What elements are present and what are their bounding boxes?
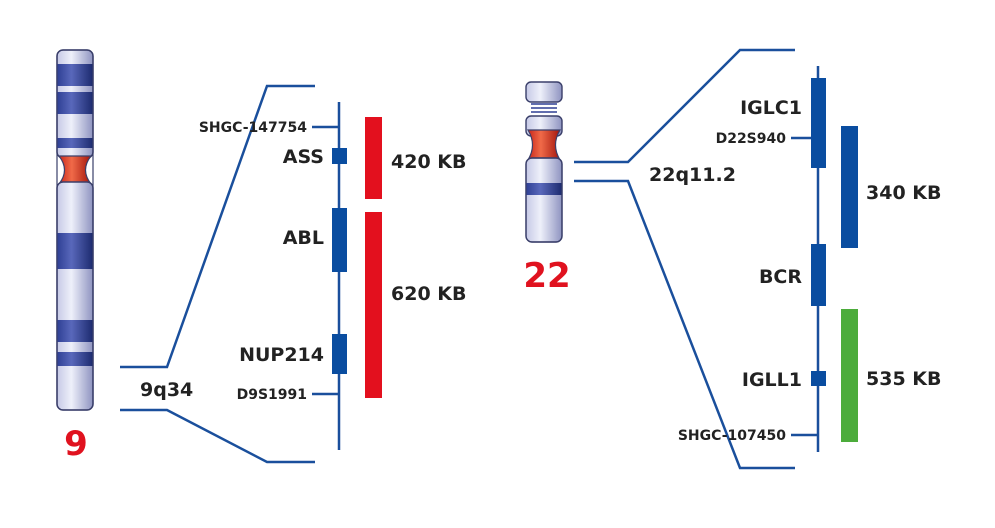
- igll1-marker: [811, 371, 826, 386]
- segment-420kb-label: 420 KB: [391, 151, 466, 173]
- marker-d22s940: D22S940: [716, 131, 787, 147]
- chromosome-9-number: 9: [64, 424, 88, 464]
- segment-620kb-bar: [365, 212, 382, 398]
- marker-shgc-107450: SHGC-107450: [678, 428, 786, 444]
- bcr-marker: [811, 244, 826, 306]
- segment-340kb-label: 340 KB: [866, 182, 941, 204]
- segment-340kb-bar: [841, 126, 858, 248]
- marker-nup214: NUP214: [239, 344, 324, 366]
- chromosome-9-zoom-lines: [120, 84, 315, 464]
- segment-535kb-label: 535 KB: [866, 368, 941, 390]
- marker-abl: ABL: [283, 227, 324, 249]
- iglc1-marker: [811, 78, 826, 168]
- marker-igll1: IGLL1: [742, 369, 802, 391]
- chromosome-22-ideogram: [525, 81, 563, 243]
- marker-bcr: BCR: [759, 266, 802, 288]
- marker-ass: ASS: [283, 146, 324, 168]
- marker-d9s1991: D9S1991: [237, 387, 307, 403]
- nup214-marker: [332, 334, 347, 374]
- segment-420kb-bar: [365, 117, 382, 199]
- marker-iglc1: IGLC1: [740, 97, 802, 119]
- chromosome-9-ideogram: [56, 49, 94, 411]
- chromosome-9-band-label: 9q34: [140, 379, 193, 401]
- abl-marker: [332, 208, 347, 272]
- chromosome-22-number: 22: [523, 256, 570, 296]
- marker-shgc-147754: SHGC-147754: [199, 120, 307, 136]
- segment-620kb-label: 620 KB: [391, 283, 466, 305]
- chromosome-22-band-label: 22q11.2: [649, 164, 736, 186]
- ass-marker: [332, 148, 347, 164]
- segment-535kb-bar: [841, 309, 858, 442]
- chromosome-22-zoom-lines: [574, 48, 795, 470]
